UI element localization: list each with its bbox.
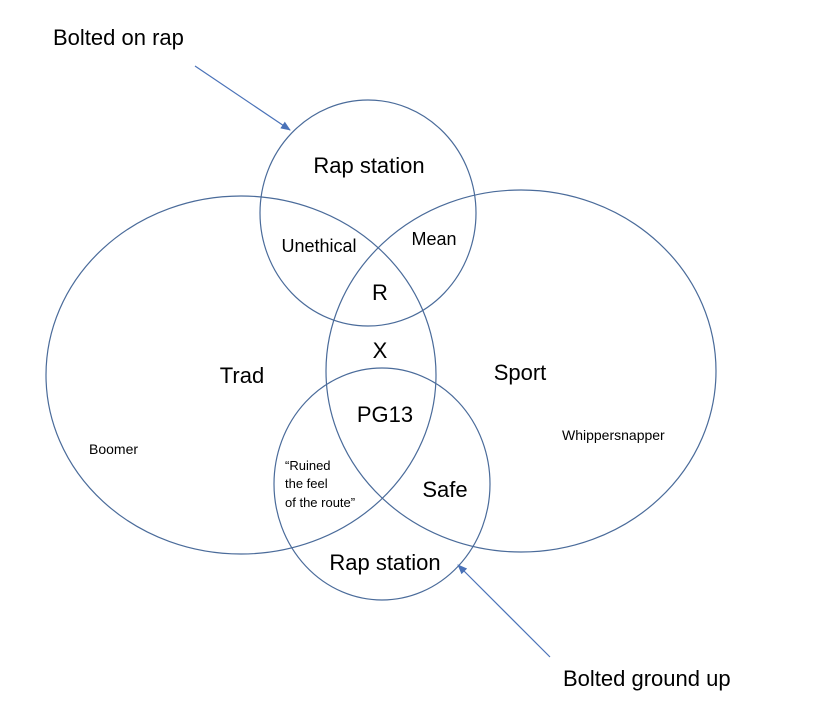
- pg13-region-label: PG13: [357, 402, 413, 427]
- whippersnapper-label: Whippersnapper: [562, 427, 665, 443]
- ruined-region-label-line-2: the feel: [285, 476, 328, 491]
- bolted-ground-up-label: Bolted ground up: [563, 666, 731, 691]
- rap-station-bottom-label: Rap station: [329, 550, 440, 575]
- rap-station-top-circle: [259, 99, 477, 327]
- mean-region-label: Mean: [411, 229, 456, 249]
- rap-station-top-label: Rap station: [313, 153, 424, 178]
- ruined-region-label-line-3: of the route”: [285, 495, 355, 510]
- x-region-label: X: [373, 338, 388, 363]
- trad-label: Trad: [220, 363, 264, 388]
- boomer-label: Boomer: [89, 441, 138, 457]
- safe-region-label: Safe: [422, 477, 467, 502]
- bolted-on-rap-arrow: [194, 65, 291, 131]
- unethical-region-label: Unethical: [281, 236, 356, 256]
- ruined-region-label-line-1: “Ruined: [285, 458, 331, 473]
- bolted-ground-up-arrow: [457, 564, 551, 658]
- bolted-on-rap-label: Bolted on rap: [53, 25, 184, 50]
- sport-circle: [325, 189, 717, 553]
- rap-station-bottom-circle: [273, 367, 491, 601]
- r-region-label: R: [372, 280, 388, 305]
- sport-label: Sport: [494, 360, 547, 385]
- trad-circle: [45, 195, 437, 555]
